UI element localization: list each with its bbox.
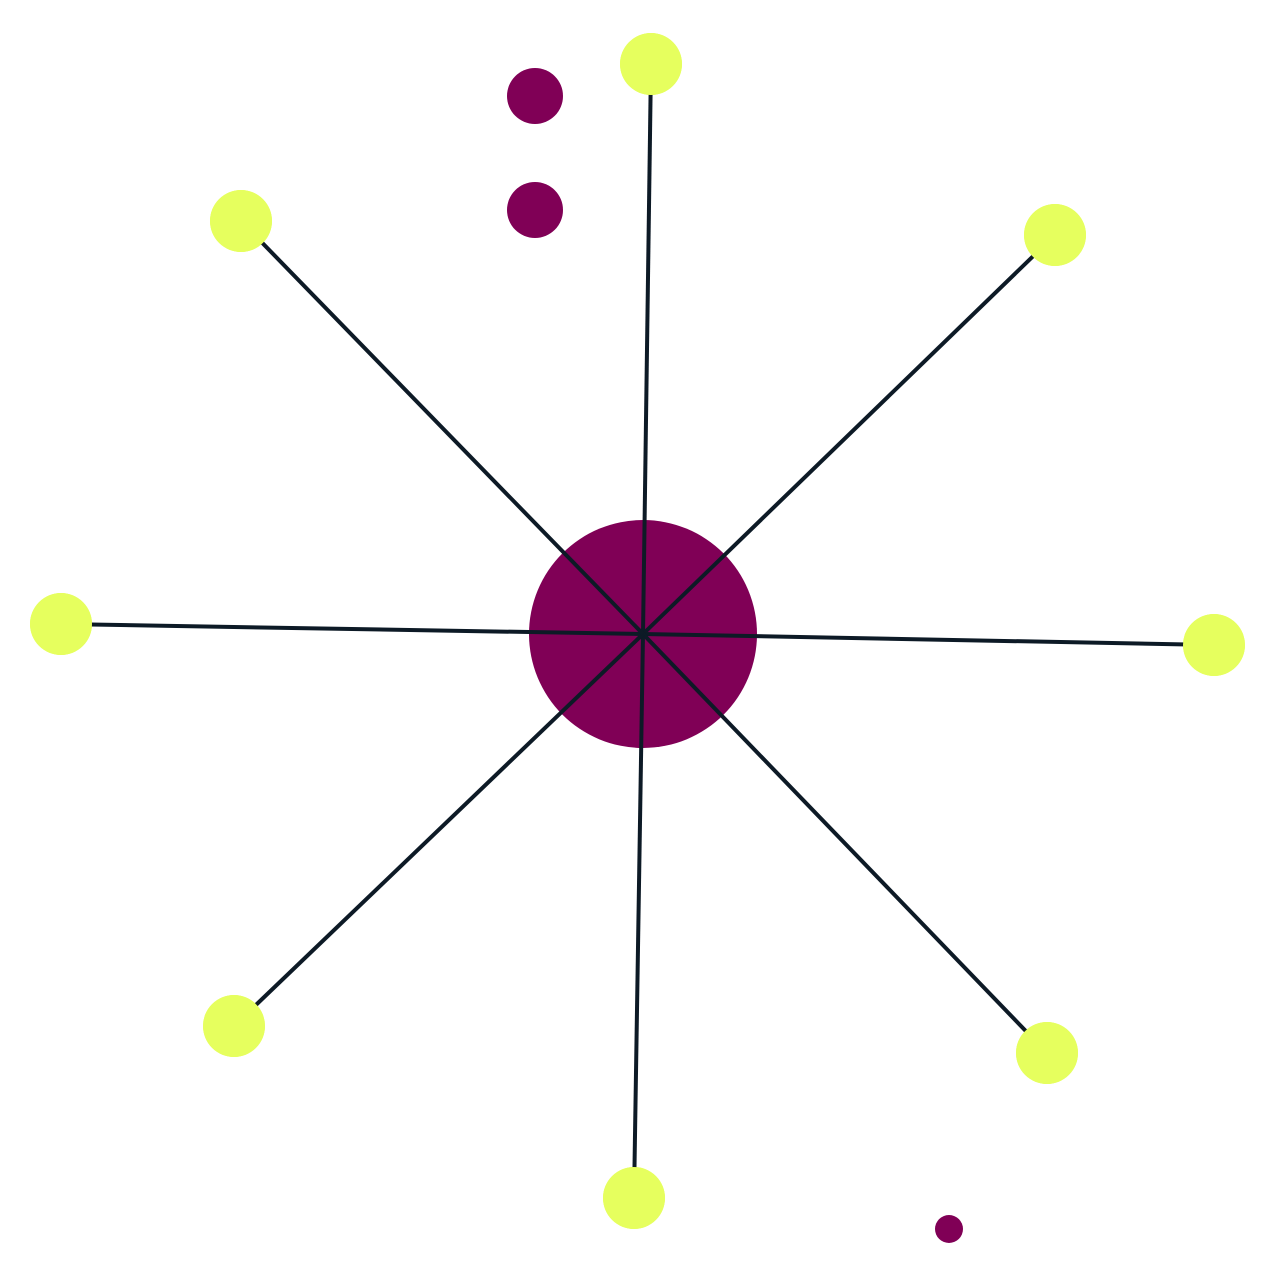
leaf-right-node-cap [1183,614,1245,676]
leaf-left-node-cap [30,593,92,655]
leaf-bottom-left-node-cap [203,995,265,1057]
edge-hub-leaf-right [642,632,1215,647]
edge-hub-leaf-bottom-right [641,632,1049,1055]
isolated-1-node [507,68,563,124]
isolated-3-node [935,1215,963,1243]
leaf-top-left-node-cap [210,190,272,252]
leaf-top-right-node-cap [1024,204,1086,266]
edge-hub-leaf-top [641,63,653,635]
isolated-2-node [507,182,563,238]
leaf-top-node-cap [620,33,682,95]
edge-hub-leaf-bottom [632,633,645,1199]
leaf-nodes-overlay [30,33,1245,1229]
edge-hub-leaf-top-left [239,219,645,636]
edges-group [60,63,1215,1199]
edge-hub-leaf-left [60,622,644,636]
edge-hub-leaf-top-right [641,233,1057,636]
edge-hub-leaf-bottom-left [232,632,645,1028]
leaf-bottom-node-cap [603,1167,665,1229]
leaf-bottom-right-node-cap [1016,1022,1078,1084]
